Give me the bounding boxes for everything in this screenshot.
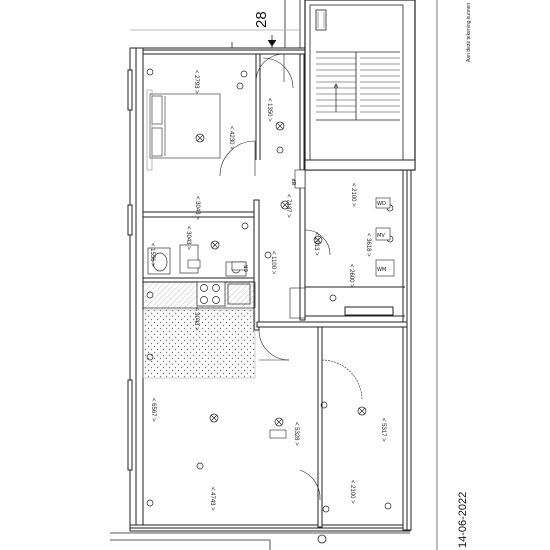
dim-2013: < 2013 >	[313, 232, 319, 256]
dim-6567: < 6567 >	[150, 398, 156, 422]
drawing-date: 14-06-2022	[457, 492, 469, 548]
dim-4230: < 4230 >	[228, 126, 234, 150]
unit-number: 28	[253, 11, 270, 28]
apartment-walls	[127, 47, 412, 532]
symbol-mv: MV	[377, 233, 385, 239]
dim-4743: < 4743 >	[209, 487, 215, 511]
symbol-bp: BP	[292, 179, 298, 185]
bed	[149, 93, 221, 159]
dim-1100: < 1100 >	[270, 251, 276, 275]
dim-2600: < 2600 >	[348, 264, 354, 288]
bedroom-2-fixtures	[299, 359, 363, 501]
symbol-wm: WM	[377, 267, 386, 273]
dim-1556: < 1556 >	[149, 243, 155, 267]
dim-3043-kitchen: < 3043 >	[193, 307, 199, 331]
symbol-cr: CR	[244, 265, 250, 272]
dim-3618: < 3618 >	[365, 233, 371, 257]
balcony-edge	[110, 532, 410, 550]
dim-2793: < 2793 >	[193, 70, 199, 94]
dim-5328: < 5328 >	[293, 422, 299, 446]
disclaimer-note: Aan deze tekening kunnen	[466, 3, 472, 62]
dim-2100-top: < 2100 >	[350, 183, 356, 207]
dim-7137: < 7137 >	[285, 194, 291, 218]
stairwell	[304, 0, 416, 171]
dim-5317: < 5317 >	[380, 418, 386, 442]
dim-2100-bottom: < 2100 >	[349, 480, 355, 504]
dim-3043-bath: < 3043 >	[185, 226, 191, 250]
dimension-labels: < 2793 > < 1350 > < 4230 > < 3043 > < 71…	[149, 70, 386, 511]
hallway-fixtures	[219, 57, 331, 361]
interior-walls	[142, 54, 408, 528]
symbol-wd: WD	[377, 201, 386, 207]
entry-corridor	[130, 0, 301, 83]
headboard	[146, 89, 153, 171]
technical-boxes	[187, 169, 395, 439]
kitchen-floor-area	[142, 309, 256, 379]
dim-1350: < 1350 >	[266, 98, 272, 122]
dim-3043-bed: < 3043 >	[194, 196, 200, 220]
kitchen-unit	[142, 281, 256, 309]
